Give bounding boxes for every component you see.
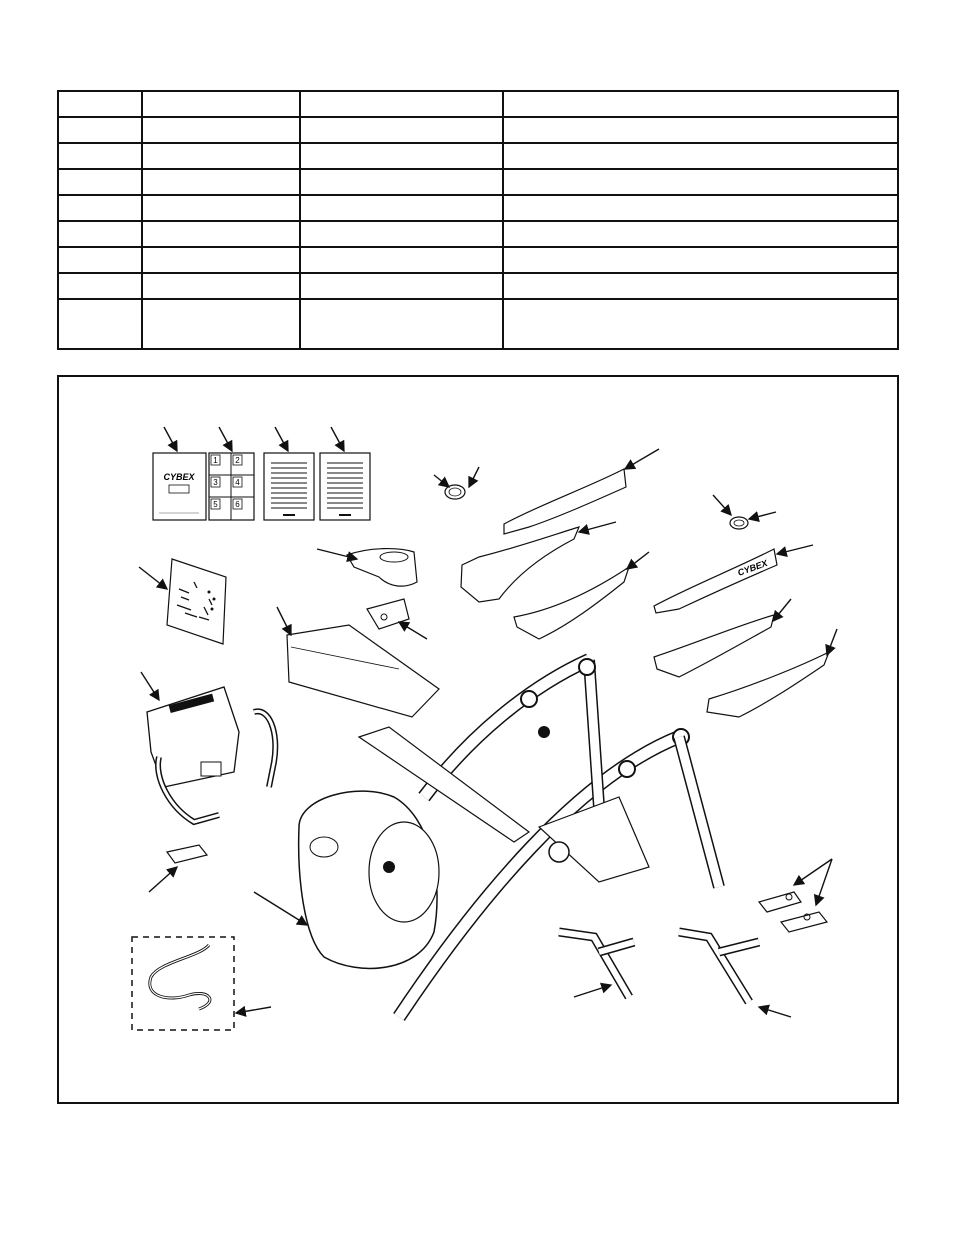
table-cell	[502, 194, 899, 222]
table-cell	[57, 116, 143, 144]
left-arm-handle	[558, 927, 636, 1000]
left-upper-shroud	[503, 468, 627, 535]
table-cell	[57, 272, 143, 300]
table-row	[57, 142, 899, 170]
table-cell	[141, 168, 301, 196]
table-cell	[299, 116, 504, 144]
right-lower-shroud	[706, 650, 831, 718]
table-row	[57, 90, 899, 118]
table-cell	[299, 168, 504, 196]
right-middle-shroud	[653, 614, 775, 678]
left-lower-shroud	[513, 565, 631, 640]
accessory-tray	[346, 547, 418, 587]
card-number: 5	[213, 500, 218, 509]
table-row	[57, 116, 899, 144]
table-row	[57, 298, 899, 350]
card-number: 6	[235, 500, 240, 509]
console-display	[200, 761, 222, 777]
table-cell	[57, 142, 143, 170]
table-row	[57, 272, 899, 300]
table-row	[57, 168, 899, 196]
right-upper-shroud: CYBEX	[653, 548, 778, 614]
table-cell	[141, 116, 301, 144]
front-cover	[286, 624, 440, 718]
cable-clip-right	[729, 516, 749, 530]
foot-pad-plates	[757, 891, 829, 933]
table-cell	[502, 272, 899, 300]
table-cell	[299, 246, 504, 274]
table-cell	[299, 90, 504, 118]
table-cell	[57, 194, 143, 222]
table-cell	[299, 220, 504, 248]
table-cell	[57, 246, 143, 274]
table-cell	[502, 220, 899, 248]
diagram-svg: CYBEX 1 2 3 4 5 6	[131, 426, 838, 1031]
hardware-card	[166, 558, 227, 645]
table-cell	[299, 194, 504, 222]
quick-start-card: 1 2 3 4 5 6	[208, 452, 255, 521]
callout-arrows	[138, 426, 838, 1018]
table-cell	[141, 246, 301, 274]
cable-clip-left	[444, 484, 466, 500]
parts-table-body	[57, 90, 899, 350]
left-console-shroud	[460, 526, 581, 603]
parts-table	[57, 90, 899, 350]
text-document-1	[263, 452, 315, 521]
table-row	[57, 246, 899, 274]
table-cell	[57, 298, 143, 350]
power-cord-box	[131, 936, 235, 1031]
table-cell	[141, 194, 301, 222]
card-number: 1	[213, 456, 218, 465]
table-cell	[141, 220, 301, 248]
card-number: 3	[213, 478, 218, 487]
table-cell	[502, 168, 899, 196]
owners-manual-doc: CYBEX	[152, 452, 207, 521]
console-assembly	[146, 686, 279, 826]
card-number: 4	[235, 478, 240, 487]
table-row	[57, 194, 899, 222]
table-cell	[141, 90, 301, 118]
table-cell	[299, 272, 504, 300]
main-frame	[297, 653, 725, 1021]
brand-logo-text: CYBEX	[163, 472, 195, 482]
text-document-2	[319, 452, 371, 521]
table-cell	[299, 142, 504, 170]
exploded-parts-diagram: CYBEX 1 2 3 4 5 6	[57, 375, 899, 1104]
table-cell	[57, 168, 143, 196]
table-cell	[141, 272, 301, 300]
table-cell	[57, 220, 143, 248]
table-row	[57, 220, 899, 248]
console-mount-plate	[165, 844, 209, 864]
table-cell	[502, 142, 899, 170]
table-cell	[502, 116, 899, 144]
table-cell	[502, 90, 899, 118]
table-cell	[57, 90, 143, 118]
table-cell	[502, 246, 899, 274]
card-number: 2	[235, 456, 240, 465]
right-arm-handle	[678, 927, 761, 1005]
table-cell	[502, 298, 899, 350]
table-cell	[141, 142, 301, 170]
table-cell	[299, 298, 504, 350]
table-cell	[141, 298, 301, 350]
